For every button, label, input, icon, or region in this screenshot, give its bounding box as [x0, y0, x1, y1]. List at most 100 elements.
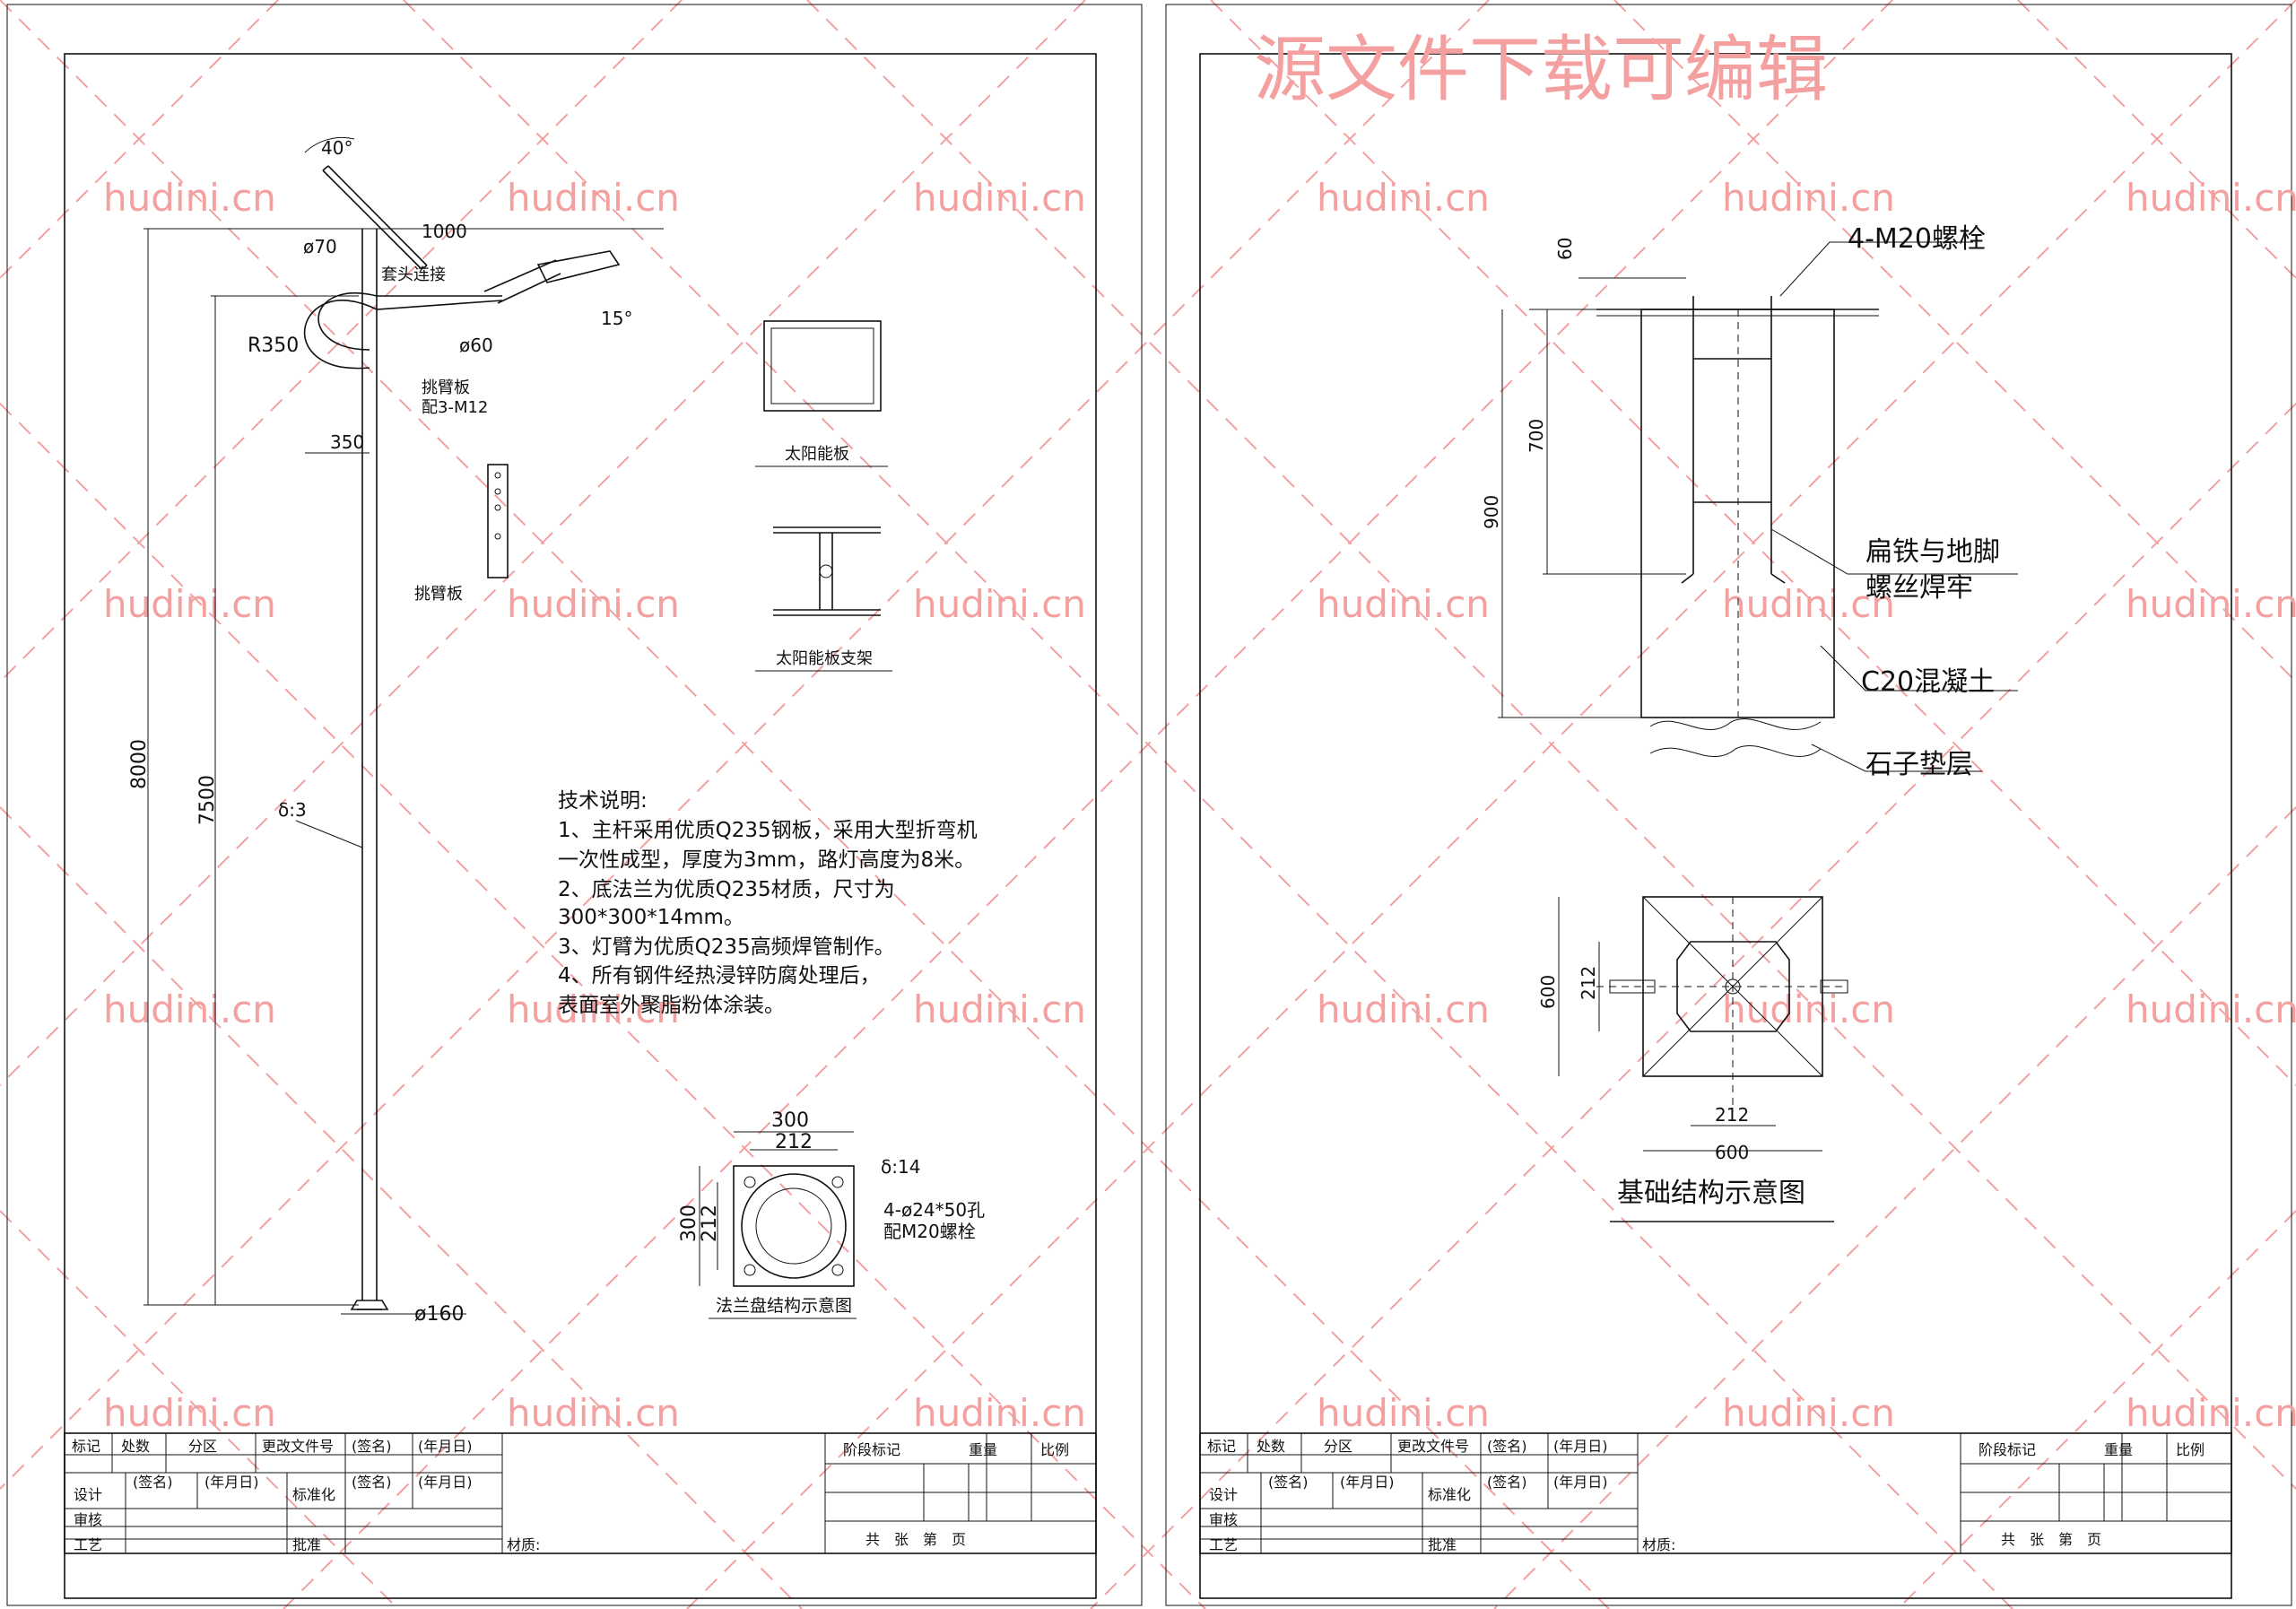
- plan-w212: 212: [1715, 1104, 1749, 1126]
- note-line: 表面室外聚脂粉体涂装。: [558, 994, 785, 1017]
- watermark: hudini.cn: [103, 176, 276, 220]
- technical-notes: 技术说明: 1、主杆采用优质Q235钢板，采用大型折弯机 一次性成型，厚度为3m…: [558, 789, 978, 1017]
- tb-zone: 分区: [1324, 1438, 1352, 1455]
- watermark: hudini.cn: [507, 176, 680, 220]
- watermark: hudini.cn: [1317, 1391, 1490, 1435]
- label-bolt: 4-M20螺栓: [1848, 223, 1986, 255]
- tb-sheets: 共 张 第 页: [865, 1531, 966, 1548]
- tb-date: (年月日): [418, 1438, 473, 1455]
- tb-scale: 比例: [2176, 1441, 2205, 1458]
- label-solar-bracket: 太阳能板支架: [776, 649, 873, 668]
- tb-sign: (签名): [1487, 1438, 1527, 1455]
- watermark: hudini.cn: [1722, 582, 1895, 626]
- solar-details: 太阳能板 太阳能板支架: [755, 320, 892, 672]
- tb-design-date: (年月日): [1340, 1474, 1395, 1491]
- flange-w212: 212: [775, 1131, 813, 1153]
- label-solar-panel: 太阳能板: [785, 445, 849, 464]
- tb-std-sign: (签名): [1487, 1474, 1527, 1491]
- tb-stage: 阶段标记: [1979, 1441, 2036, 1458]
- dim-d70: ø70: [303, 236, 337, 257]
- foundation-plan: 600 212 212 600 基础结构示意图: [1537, 896, 1848, 1222]
- watermark: hudini.cn: [1722, 176, 1895, 220]
- label-weld-line1: 扁铁与地脚: [1866, 536, 2000, 568]
- watermarks: hudini.cn hudini.cn hudini.cn hudini.cn …: [103, 176, 2296, 1435]
- flange-bolts: 配M20螺栓: [883, 1221, 976, 1242]
- note-line: 300*300*14mm。: [558, 906, 744, 929]
- foundation-section: 60 700 900 4-M20螺栓 扁铁与地脚 螺丝焊牢 C20混凝土 石子垫…: [1481, 223, 2018, 780]
- label-concrete: C20混凝土: [1861, 666, 1995, 698]
- tb-design-sign: (签名): [133, 1474, 173, 1491]
- watermark: hudini.cn: [1722, 987, 1895, 1031]
- dim-700: 700: [1526, 419, 1547, 453]
- tb-zone: 分区: [188, 1438, 217, 1455]
- label-joint: 套头连接: [381, 265, 446, 284]
- pole-elevation: 40° 1000 ø70 套头连接 15° R350 ø60 挑臂板 配3-M1…: [128, 136, 664, 1326]
- tb-scale: 比例: [1040, 1441, 1069, 1458]
- flange-caption: 法兰盘结构示意图: [716, 1296, 852, 1316]
- plan-w600: 600: [1715, 1142, 1749, 1163]
- tb-weight: 重量: [2104, 1441, 2133, 1458]
- tb-standardize: 标准化: [292, 1486, 335, 1503]
- tb-process: 工艺: [1209, 1536, 1238, 1553]
- label-weld-line2: 螺丝焊牢: [1866, 572, 1973, 604]
- flange-h300: 300: [678, 1205, 700, 1242]
- tb-material: 材质:: [1642, 1536, 1675, 1553]
- tb-sign: (签名): [352, 1438, 392, 1455]
- plan-caption: 基础结构示意图: [1617, 1178, 1805, 1209]
- left-sheet-frame: [64, 53, 1097, 1599]
- tb-mark: 标记: [72, 1438, 100, 1455]
- banner-text: 源文件下载可编辑: [1254, 28, 1828, 111]
- tb-change-doc: 更改文件号: [262, 1438, 334, 1455]
- right-titleblock: 标记 处数 分区 更改文件号 (签名) (年月日) 设计 (签名) (年月日) …: [1199, 1432, 2232, 1554]
- tb-review: 审核: [74, 1511, 102, 1528]
- tb-count: 处数: [121, 1438, 150, 1455]
- note-line: 1、主杆采用优质Q235钢板，采用大型折弯机: [558, 819, 978, 842]
- dim-7500: 7500: [196, 775, 219, 825]
- flange-thickness: δ:14: [881, 1156, 920, 1178]
- note-line: 4、所有钢件经热浸锌防腐处理后，: [558, 964, 881, 987]
- dim-350: 350: [330, 431, 364, 453]
- dim-8000: 8000: [128, 739, 151, 789]
- watermark: hudini.cn: [507, 582, 680, 626]
- watermark: hudini.cn: [2126, 987, 2296, 1031]
- tb-approve: 批准: [292, 1536, 321, 1553]
- dim-r350: R350: [248, 335, 299, 357]
- tb-std-sign: (签名): [352, 1474, 392, 1491]
- tb-date: (年月日): [1553, 1438, 1608, 1455]
- watermark: hudini.cn: [103, 1391, 276, 1435]
- dim-thickness: δ:3: [278, 799, 307, 821]
- tb-design-sign: (签名): [1268, 1474, 1309, 1491]
- watermark: hudini.cn: [2126, 582, 2296, 626]
- note-line: 一次性成型，厚度为3mm，路灯高度为8米。: [558, 848, 975, 872]
- tb-design: 设计: [1209, 1486, 1238, 1503]
- label-bolts: 配3-M12: [422, 398, 488, 417]
- tb-stage: 阶段标记: [843, 1441, 900, 1458]
- dim-d60: ø60: [459, 335, 493, 356]
- note-line: 2、底法兰为优质Q235材质，尺寸为: [558, 878, 895, 901]
- dim-base: ø160: [414, 1303, 464, 1326]
- watermark: hudini.cn: [103, 582, 276, 626]
- watermark: hudini.cn: [1317, 582, 1490, 626]
- tb-material: 材质:: [507, 1536, 540, 1553]
- right-sheet-frame: [1199, 53, 2232, 1599]
- watermark: hudini.cn: [1722, 1391, 1895, 1435]
- dim-1000: 1000: [422, 221, 467, 242]
- watermark: hudini.cn: [507, 1391, 680, 1435]
- watermark: hudini.cn: [507, 987, 680, 1031]
- dim-900: 900: [1481, 495, 1502, 529]
- flange-detail: 300 212 300 212 δ:14 4-ø24*50孔 配M20螺栓 法兰…: [678, 1109, 985, 1319]
- notes-title: 技术说明:: [558, 789, 648, 813]
- watermark: hudini.cn: [2126, 1391, 2296, 1435]
- left-sheet-outer: [6, 4, 1143, 1606]
- left-titleblock: 标记 处数 分区 更改文件号 (签名) (年月日) 设计 (签名) (年月日) …: [64, 1432, 1097, 1554]
- plan-h212: 212: [1578, 966, 1599, 1000]
- watermark: hudini.cn: [2126, 176, 2296, 220]
- watermark: hudini.cn: [913, 582, 1086, 626]
- watermark: hudini.cn: [913, 176, 1086, 220]
- tb-review: 审核: [1209, 1511, 1238, 1528]
- watermark: hudini.cn: [1317, 176, 1490, 220]
- note-line: 3、灯臂为优质Q235高频焊管制作。: [558, 935, 895, 959]
- tb-standardize: 标准化: [1428, 1486, 1471, 1503]
- dim-angle40: 40°: [321, 137, 352, 159]
